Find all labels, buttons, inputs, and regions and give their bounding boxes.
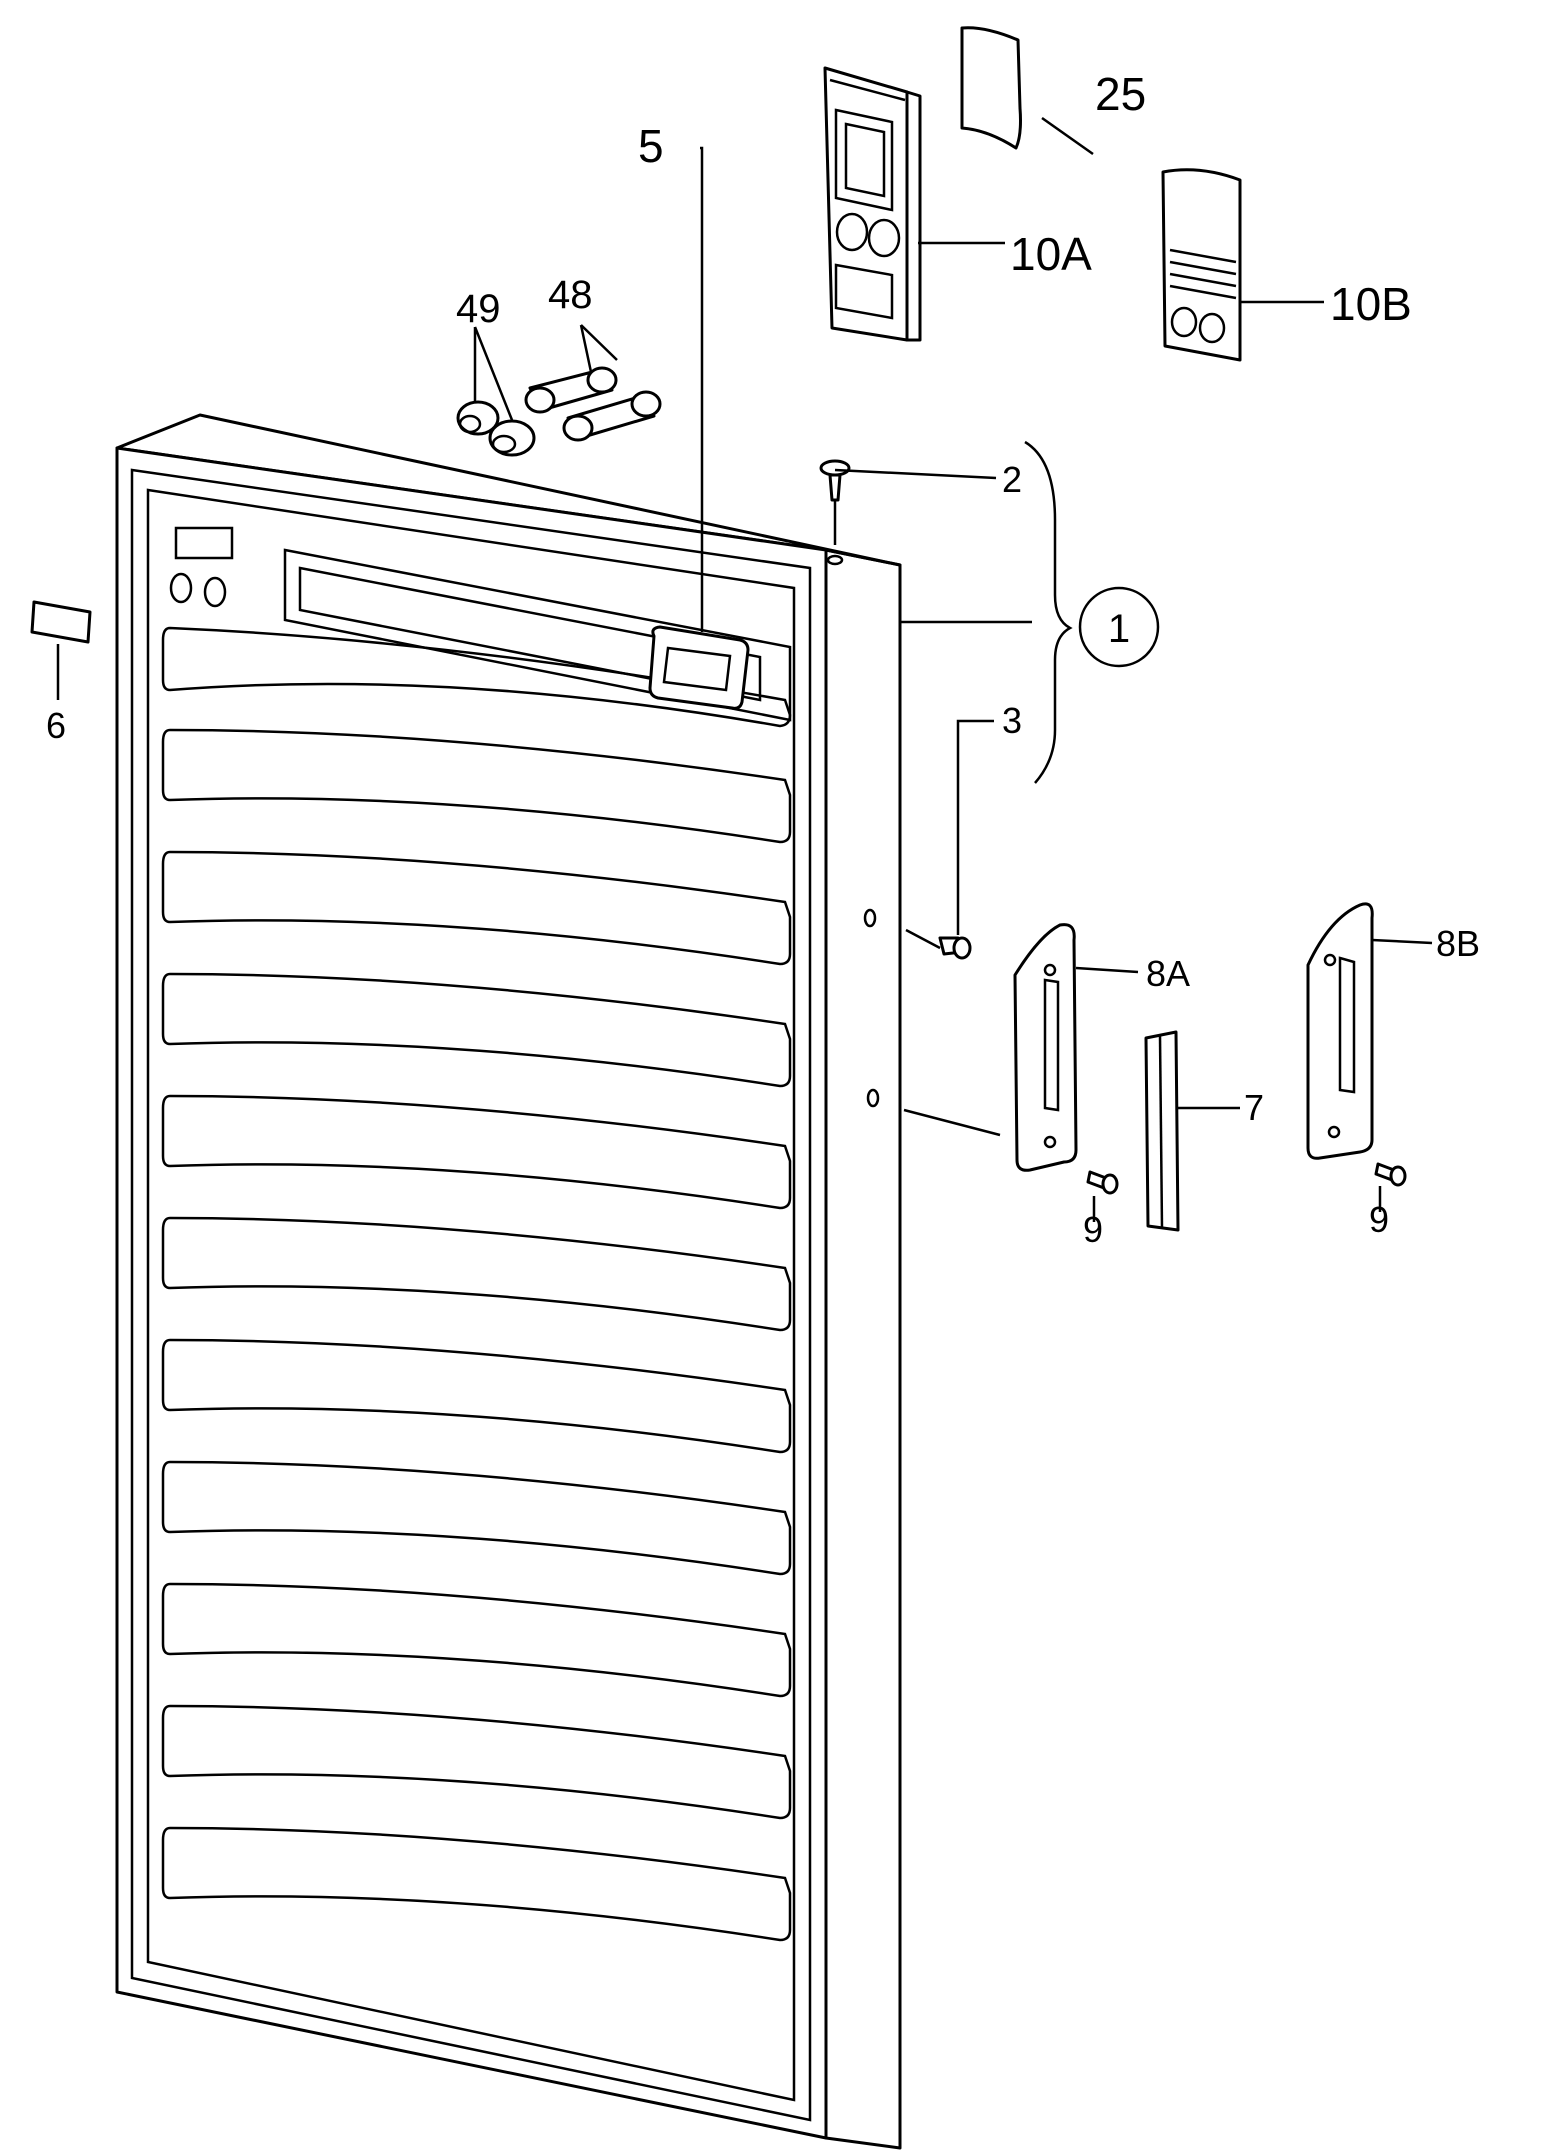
door-hole-upper [863,908,877,928]
door-panel [115,413,902,2150]
label-9-right: 9 [1369,1199,1389,1240]
label-2: 2 [1002,459,1022,500]
door-ribs [161,626,792,1942]
label-6: 6 [46,705,66,746]
label-8a: 8A [1146,953,1190,994]
door-hole-lower [866,1088,880,1108]
label-49: 49 [456,287,501,331]
part-10a-panel [823,66,922,342]
assembly-brace [1024,440,1073,784]
part-10b-panel [1161,168,1242,362]
part-48-fuses [524,366,662,442]
part-25-cover [960,26,1022,150]
door-top-hole [826,554,844,566]
label-48: 48 [548,273,593,317]
callout-circle-1 [1078,586,1160,668]
part-8b-hinge [1306,902,1374,1160]
leader-lines [56,116,1433,1222]
label-10a: 10A [1010,228,1092,280]
part-6-label [30,600,92,644]
label-7: 7 [1244,1087,1264,1128]
part-3-screw [938,936,972,960]
part-9-screw-a [1086,1170,1119,1195]
part-8a-hinge [1013,923,1078,1172]
label-1: 1 [1108,607,1130,651]
label-5: 5 [638,120,664,172]
part-7-strip [1144,1030,1180,1232]
label-8b: 8B [1436,923,1480,964]
part-2-pin [819,459,851,545]
part-5-frame [648,625,750,710]
part-9-screw-b [1374,1162,1407,1187]
label-9-left: 9 [1083,1209,1103,1250]
label-10b: 10B [1330,278,1412,330]
label-3: 3 [1002,700,1022,741]
part-49-caps [456,400,536,457]
label-25: 25 [1095,68,1146,120]
